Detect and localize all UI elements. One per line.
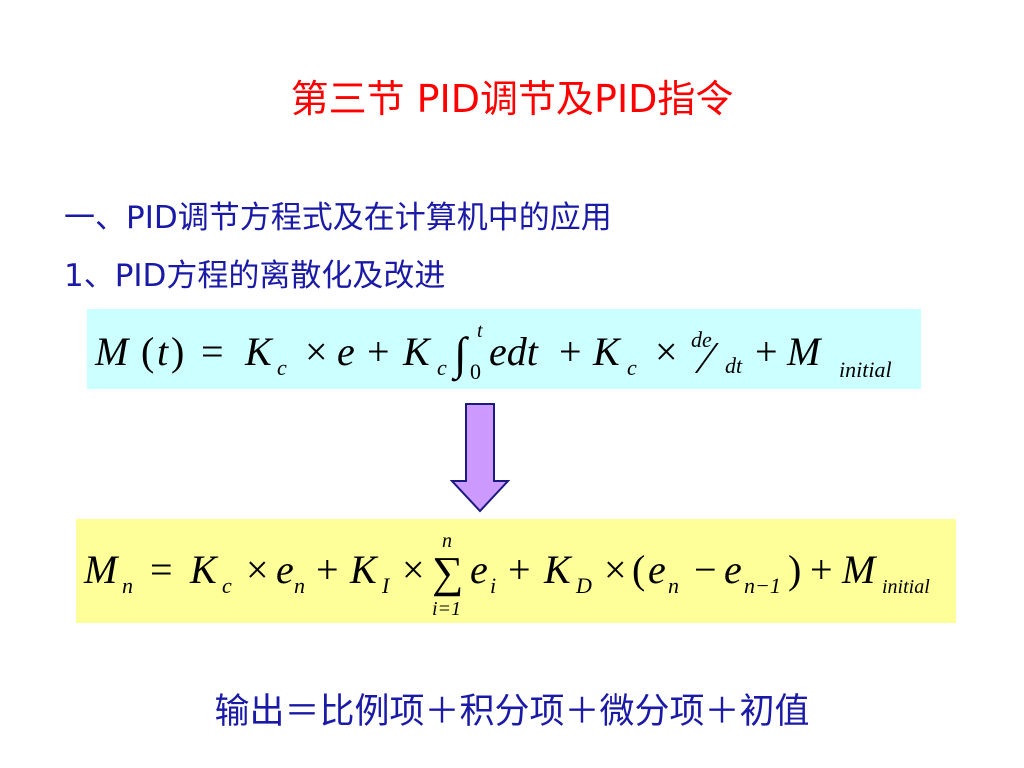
formula-subscript: c [277, 355, 287, 380]
formula-symbol: e [276, 547, 294, 592]
formula-symbol: × [246, 547, 269, 592]
formula-subscript: I [381, 573, 391, 598]
formula-symbol: e [724, 547, 742, 592]
formula-subscript: D [575, 573, 592, 598]
integral-sign: ∫ [451, 328, 469, 382]
subsection-heading: 1、PID方程的离散化及改进 [64, 258, 446, 294]
formula-symbol: K [592, 329, 622, 374]
slide-title: 第三节 PID调节及PID指令 [290, 77, 734, 121]
formula-symbol: ( [141, 329, 154, 374]
formula-numerator: de [691, 327, 712, 352]
formula-symbol: + [755, 329, 778, 374]
formula-symbol: M [94, 329, 131, 374]
formula-subscript: n [668, 573, 679, 598]
formula-symbol: edt [489, 329, 539, 374]
formula-symbol: + [316, 547, 339, 592]
formula-symbol: e [648, 547, 666, 592]
formula-symbol: × [402, 547, 425, 592]
formula-symbol: × [604, 547, 627, 592]
formula-symbol: × [305, 329, 328, 374]
formula-subscript: initial [839, 357, 892, 382]
formula-symbol: + [508, 547, 531, 592]
formula-symbol: + [810, 547, 833, 592]
formula-denominator: dt [725, 353, 743, 378]
formula-subscript: i [490, 573, 496, 598]
formula-symbol: M [841, 547, 878, 592]
formula-subscript: n [294, 573, 305, 598]
section-heading: 一、PID调节方程式及在计算机中的应用 [64, 200, 612, 236]
continuous-pid-equation: M ( t ) = K c × e + K c ∫ t 0 edt + K c … [87, 309, 921, 389]
formula-symbol: ) [171, 329, 184, 374]
formula-subscript: n−1 [744, 573, 781, 598]
formula-subscript: c [627, 355, 637, 380]
formula-lower-limit: 0 [470, 359, 481, 384]
continuous-pid-formula: M ( t ) = K c × e + K c ∫ t 0 edt + K c … [94, 320, 892, 384]
formula-symbol: K [543, 547, 573, 592]
down-arrow-icon [450, 403, 510, 513]
formula-symbol: × [655, 329, 678, 374]
formula-symbol: t [157, 329, 169, 374]
formula-symbol: M [83, 547, 120, 592]
formula-subscript: n [122, 573, 133, 598]
formula-symbol: + [367, 329, 390, 374]
discrete-pid-equation: M n = K c × e n + K I × n ∑ i=1 e i + K … [76, 519, 956, 623]
formula-subscript: c [437, 355, 447, 380]
summation-sign: ∑ [432, 548, 463, 597]
formula-symbol: M [786, 329, 823, 374]
formula-symbol: − [694, 547, 717, 592]
formula-subscript: initial [882, 576, 930, 598]
formula-symbol: = [150, 547, 173, 592]
discrete-pid-formula: M n = K c × e n + K I × n ∑ i=1 e i + K … [83, 530, 930, 620]
formula-symbol: K [189, 547, 219, 592]
formula-symbol: K [402, 329, 432, 374]
formula-upper-limit: n [442, 530, 452, 552]
formula-symbol: K [244, 329, 274, 374]
formula-upper-limit: t [477, 320, 483, 342]
formula-symbol: + [559, 329, 582, 374]
summary-text: 输出＝比例项＋积分项＋微分项＋初值 [214, 692, 810, 732]
formula-lower-limit: i=1 [432, 598, 461, 620]
formula-symbol: ( [632, 547, 645, 592]
formula-symbol: e [337, 329, 355, 374]
formula-subscript: c [222, 573, 232, 598]
formula-symbol: e [470, 547, 488, 592]
formula-symbol: ) [788, 547, 801, 592]
formula-symbol: K [349, 547, 379, 592]
formula-symbol: = [201, 329, 224, 374]
